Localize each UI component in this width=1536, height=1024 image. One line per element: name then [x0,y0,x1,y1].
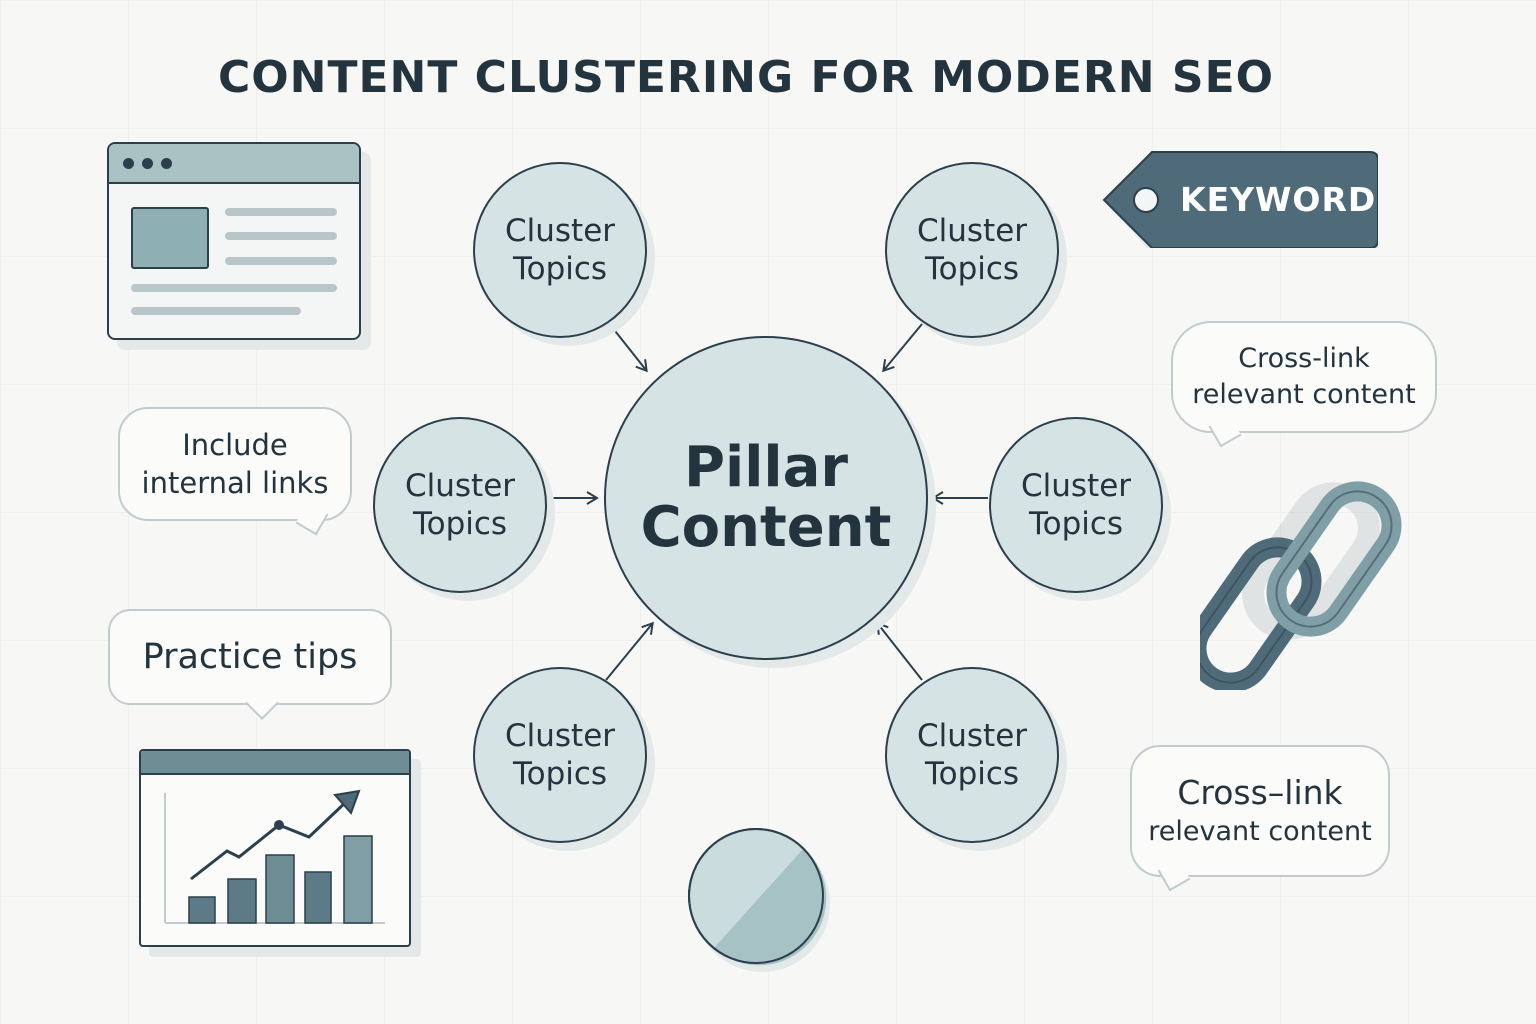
speech-bubble-cross-link-top: Cross-link relevant content [1171,321,1437,448]
arrow-bottom-right [876,621,923,681]
arrow-top-left [607,321,648,373]
cluster-label: Cluster Topics [916,718,1028,792]
bubble-line: relevant content [1148,816,1372,847]
pillar-content-node: Pillar Content [604,336,928,660]
cluster-label: Cluster Topics [504,213,616,287]
cluster-label: Cluster Topics [404,468,516,542]
speech-bubble-practice-tips: Practice tips [108,609,392,720]
speech-bubble-cross-link-bottom: Cross–link relevant content [1130,745,1390,892]
cluster-label: Cluster Topics [504,718,616,792]
cluster-node-top-left: Cluster Topics [473,162,647,338]
cluster-node-mid-right: Cluster Topics [989,417,1163,593]
pillar-label: Pillar Content [640,435,892,560]
keyword-tag-label: KEYWORD [1180,180,1377,219]
bubble-line: relevant content [1192,379,1416,410]
blank-circle-icon [688,828,830,972]
cluster-label: Cluster Topics [1020,468,1132,542]
bubble-line: Include [182,428,288,462]
browser-window-icon [107,142,361,340]
cluster-node-top-right: Cluster Topics [885,162,1059,338]
bubble-line: Cross–link [1177,773,1343,812]
keyword-tag-icon [1102,151,1378,248]
cluster-node-mid-left: Cluster Topics [373,417,547,593]
bubble-line: internal links [141,466,329,500]
cluster-label: Cluster Topics [916,213,1028,287]
speech-bubble-internal-links: Include internal links [118,407,352,536]
cluster-node-bottom-right: Cluster Topics [885,667,1059,843]
growth-chart-icon [139,749,411,947]
bubble-label: Practice tips [142,637,358,677]
cluster-node-bottom-left: Cluster Topics [473,667,647,843]
diagram-title: CONTENT CLUSTERING FOR MODERN SEO [217,52,1275,103]
bubble-line: Cross-link [1238,343,1370,374]
arrow-top-right [882,323,923,373]
chain-link-icon [1200,481,1402,690]
arrow-bottom-left [605,621,654,681]
